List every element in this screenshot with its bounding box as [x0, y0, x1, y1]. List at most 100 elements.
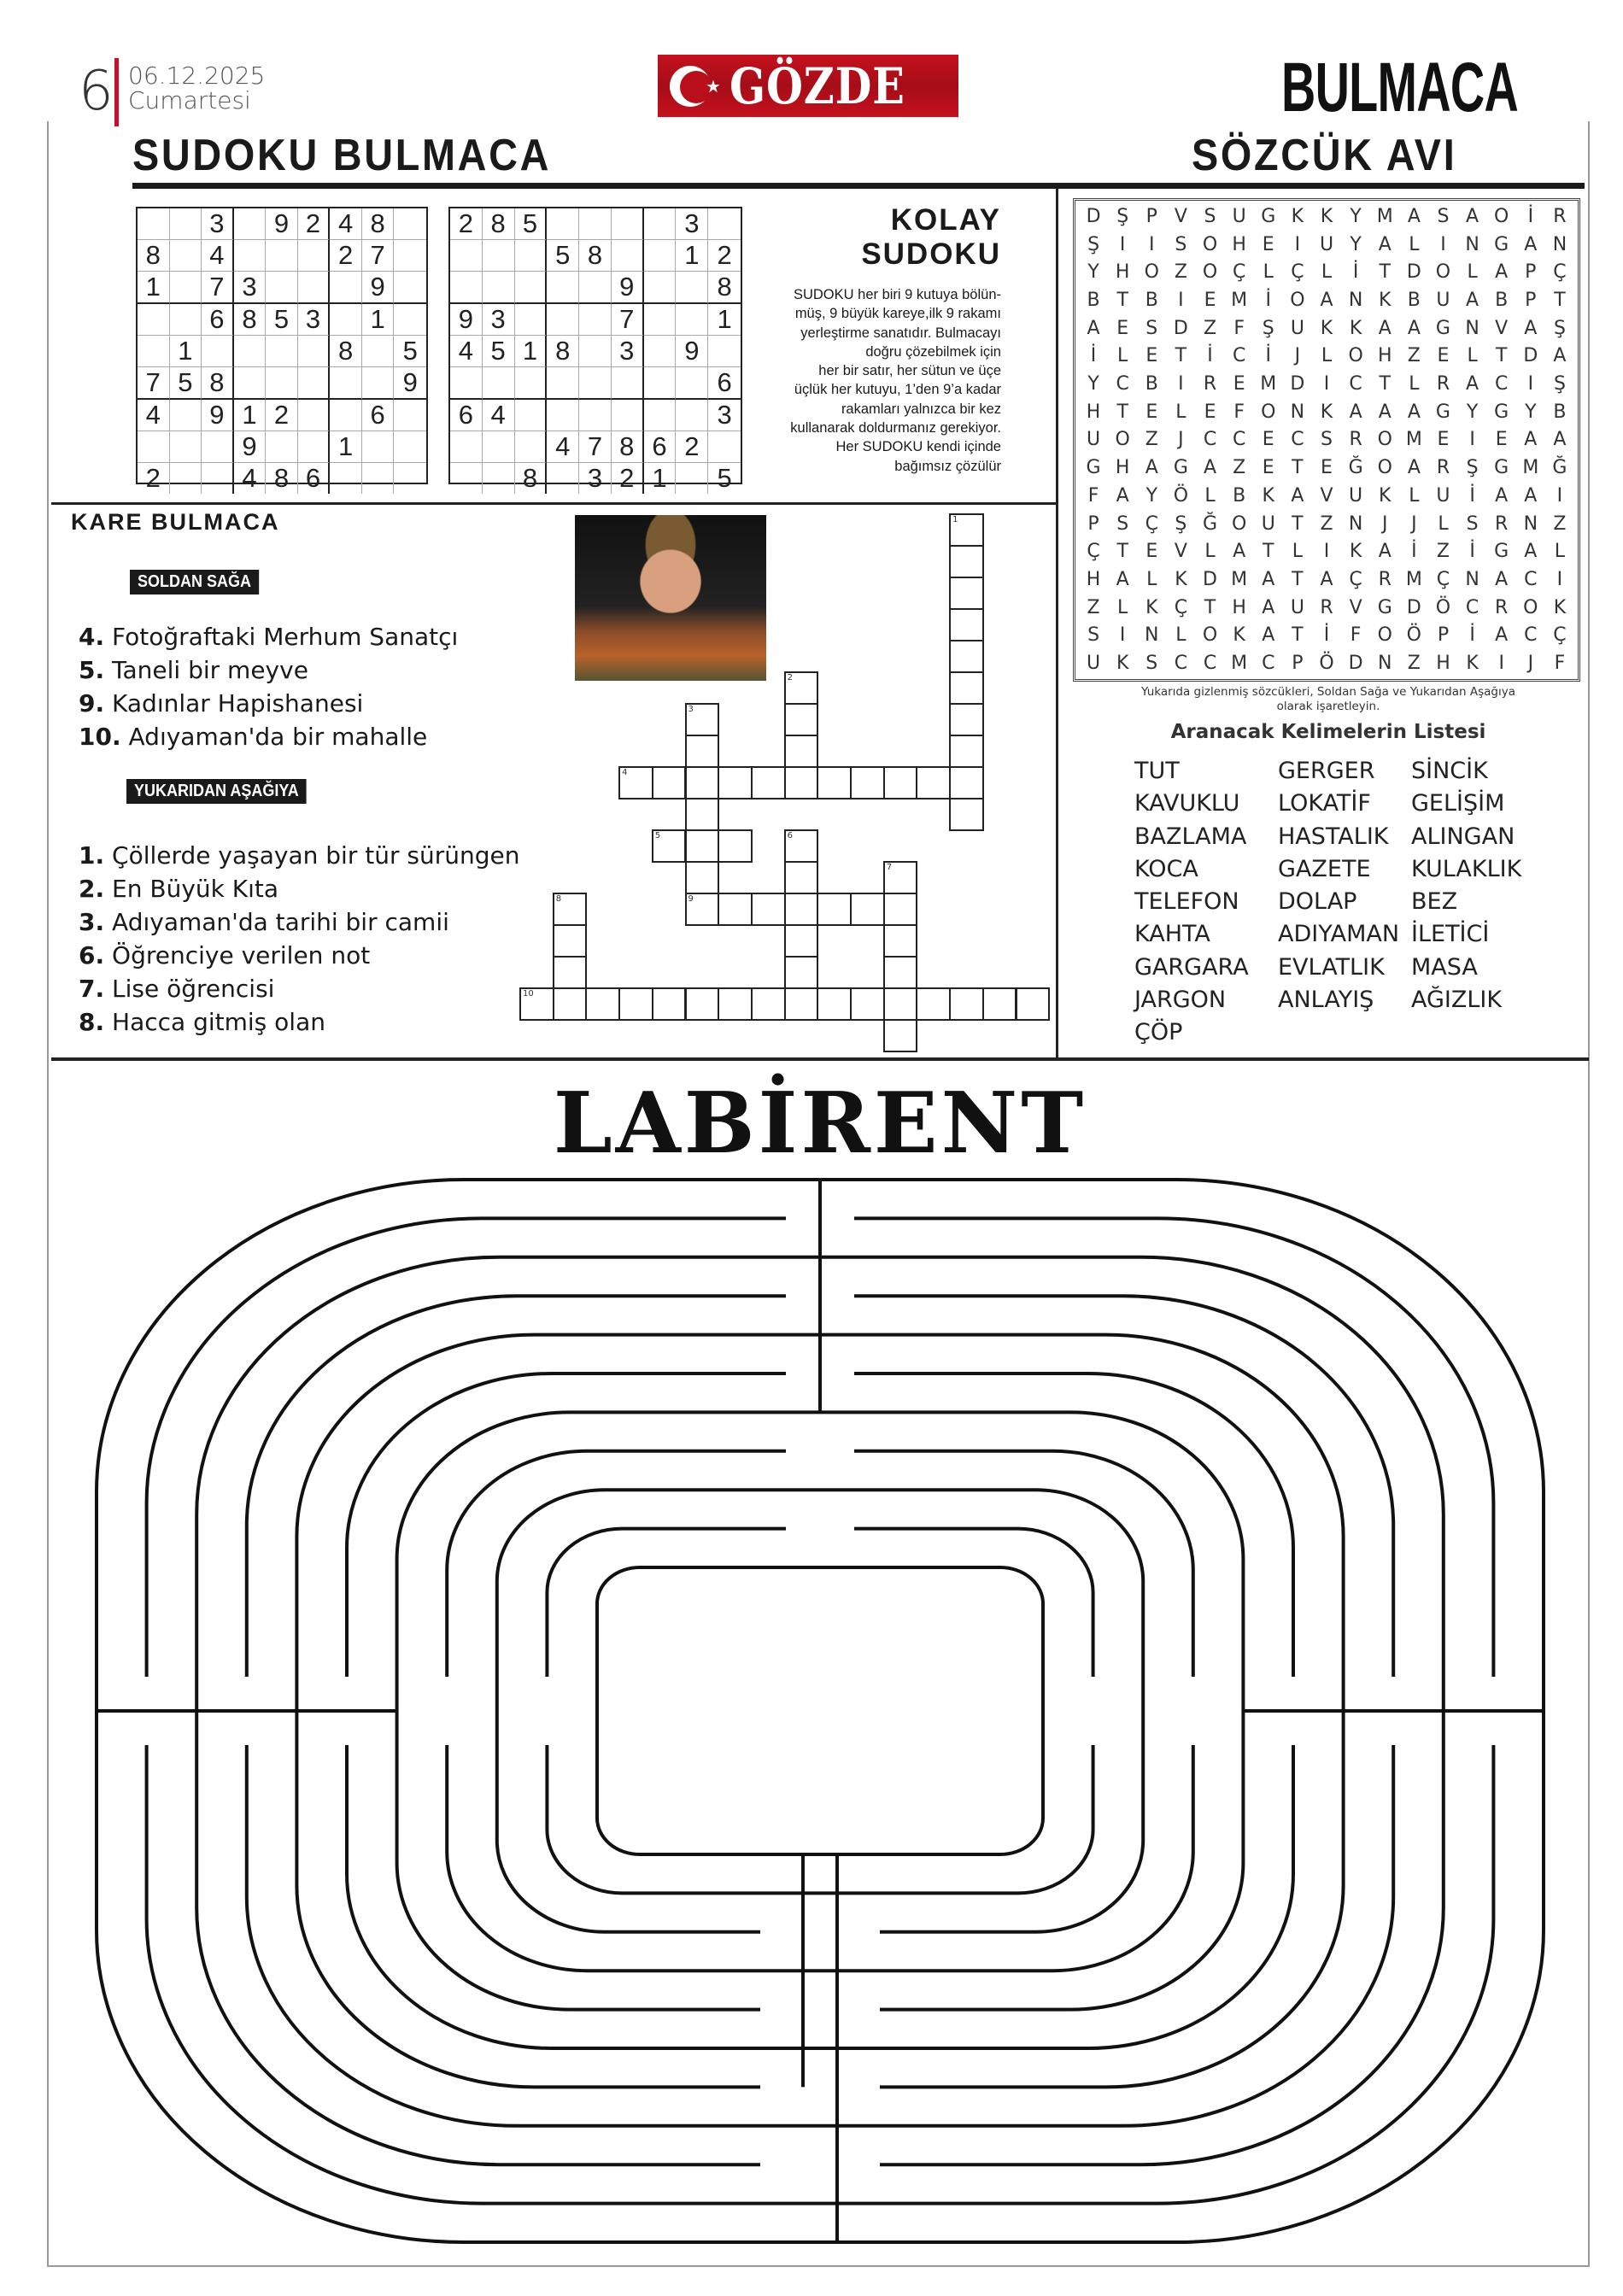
word-search-letter[interactable]: I — [1527, 373, 1534, 395]
word-search-letter[interactable]: E — [1262, 429, 1274, 451]
word-search-letter[interactable]: Y — [1525, 401, 1537, 423]
word-search-letter[interactable]: E — [1116, 317, 1129, 339]
crossword-cell[interactable] — [850, 766, 885, 800]
word-search-letter[interactable]: I — [1556, 569, 1563, 591]
sudoku-cell[interactable] — [579, 304, 612, 336]
word-search-letter[interactable]: S — [1204, 205, 1216, 227]
sudoku-cell[interactable]: 7 — [579, 431, 612, 463]
sudoku-cell[interactable] — [450, 463, 483, 494]
word-search-letter[interactable]: T — [1379, 261, 1391, 284]
word-search-letter[interactable]: G — [1435, 401, 1450, 423]
word-search-letter[interactable]: E — [1437, 429, 1450, 451]
word-search-letter[interactable]: C — [1495, 373, 1509, 395]
sudoku-cell[interactable] — [169, 304, 202, 336]
word-search-letter[interactable]: A — [1116, 569, 1129, 591]
sudoku-cell[interactable] — [579, 208, 612, 240]
word-search-letter[interactable]: İ — [1469, 541, 1475, 563]
sudoku-cell[interactable] — [233, 208, 267, 240]
sudoku-cell[interactable] — [611, 208, 644, 240]
word-search-letter[interactable]: D — [1523, 345, 1538, 367]
sudoku-cell[interactable] — [138, 208, 170, 240]
word-search-letter[interactable]: M — [1231, 653, 1248, 675]
crossword-cell[interactable]: 3 — [684, 703, 720, 736]
word-search-letter[interactable]: F — [1087, 484, 1099, 507]
sudoku-cell[interactable]: 1 — [644, 463, 677, 494]
sudoku-cell[interactable]: 3 — [708, 400, 741, 431]
word-search-letter[interactable]: J — [1178, 429, 1184, 451]
crossword-cell[interactable] — [850, 987, 885, 1021]
word-search-letter[interactable]: K — [1466, 653, 1479, 675]
sudoku-cell[interactable] — [579, 367, 612, 400]
sudoku-cell[interactable]: 3 — [297, 304, 331, 336]
sudoku-cell[interactable]: 8 — [515, 463, 548, 494]
word-search-letter[interactable]: P — [1525, 289, 1537, 311]
sudoku-cell[interactable]: 7 — [202, 272, 234, 304]
word-search-letter[interactable]: T — [1175, 345, 1187, 367]
word-search-letter[interactable]: U — [1232, 205, 1246, 227]
word-search-letter[interactable]: A — [1116, 484, 1129, 507]
word-search-letter[interactable]: O — [1348, 345, 1363, 367]
word-search-letter[interactable]: K — [1553, 596, 1567, 618]
sudoku-cell[interactable] — [676, 272, 709, 304]
sudoku-cell[interactable]: 2 — [138, 463, 170, 494]
word-search-letter[interactable]: E — [1145, 401, 1158, 423]
crossword-cell[interactable] — [750, 766, 786, 800]
sudoku-cell[interactable] — [297, 240, 331, 272]
sudoku-cell[interactable]: 5 — [547, 240, 580, 272]
word-search-letter[interactable]: Ö — [1435, 596, 1451, 618]
sudoku-cell[interactable]: 8 — [330, 336, 362, 367]
word-search-letter[interactable]: A — [1524, 317, 1538, 339]
word-search-letter[interactable]: R — [1436, 373, 1450, 395]
word-search-letter[interactable]: K — [1116, 653, 1129, 675]
word-search-letter[interactable]: A — [1495, 484, 1509, 507]
word-search-letter[interactable]: R — [1495, 512, 1509, 535]
word-search-letter[interactable]: Ç — [1087, 541, 1100, 563]
word-search-letter[interactable]: I — [1119, 624, 1126, 647]
sudoku-cell[interactable] — [514, 367, 548, 400]
word-search-letter[interactable]: Ö — [1173, 484, 1189, 507]
word-search-letter[interactable]: G — [1494, 401, 1509, 423]
word-search-letter[interactable]: E — [1321, 457, 1333, 479]
sudoku-cell[interactable]: 4 — [234, 463, 267, 494]
sudoku-cell[interactable] — [547, 463, 580, 494]
word-search-letter[interactable]: V — [1174, 541, 1187, 563]
sudoku-cell[interactable] — [330, 463, 362, 494]
word-search-letter[interactable]: A — [1378, 541, 1392, 563]
sudoku-cell[interactable] — [297, 336, 331, 367]
word-search-letter[interactable]: O — [1290, 289, 1305, 311]
word-search-letter[interactable]: H — [1115, 261, 1130, 284]
sudoku-cell[interactable] — [169, 431, 202, 463]
sudoku-cell[interactable] — [170, 463, 202, 494]
word-search-letter[interactable]: A — [1233, 541, 1246, 563]
sudoku-cell[interactable] — [266, 431, 298, 463]
word-search-letter[interactable]: D — [1406, 596, 1421, 618]
sudoku-cell[interactable]: 2 — [612, 463, 644, 494]
word-search-letter[interactable]: L — [1204, 484, 1216, 507]
sudoku-cell[interactable]: 9 — [450, 304, 483, 336]
word-search-letter[interactable]: A — [1495, 261, 1509, 284]
sudoku-cell[interactable] — [169, 208, 202, 240]
word-search-letter[interactable]: V — [1320, 484, 1333, 507]
sudoku-cell[interactable] — [394, 208, 426, 240]
word-search-letter[interactable]: A — [1495, 569, 1509, 591]
word-search-letter[interactable]: H — [1436, 653, 1450, 675]
word-search-letter[interactable]: A — [1291, 484, 1304, 507]
word-search-letter[interactable]: G — [1261, 205, 1276, 227]
word-search-letter[interactable]: L — [1467, 345, 1478, 367]
sudoku-cell[interactable]: 4 — [482, 400, 515, 431]
crossword-cell[interactable] — [916, 766, 952, 800]
word-search-letter[interactable]: A — [1524, 429, 1538, 451]
word-search-letter[interactable]: N — [1290, 401, 1305, 423]
sudoku-cell[interactable] — [547, 208, 580, 240]
word-search-letter[interactable]: K — [1349, 541, 1362, 563]
word-search-letter[interactable]: I — [1323, 541, 1330, 563]
word-search-letter[interactable]: L — [1438, 512, 1449, 535]
word-search-letter[interactable]: U — [1349, 484, 1363, 507]
word-search-letter[interactable]: K — [1379, 484, 1392, 507]
word-search-letter[interactable]: N — [1465, 233, 1479, 255]
word-search-letter[interactable]: E — [1233, 373, 1245, 395]
word-search-letter[interactable]: H — [1115, 457, 1130, 479]
word-search-letter[interactable]: I — [1178, 373, 1184, 395]
sudoku-cell[interactable] — [297, 400, 331, 431]
sudoku-cell[interactable] — [643, 208, 677, 240]
